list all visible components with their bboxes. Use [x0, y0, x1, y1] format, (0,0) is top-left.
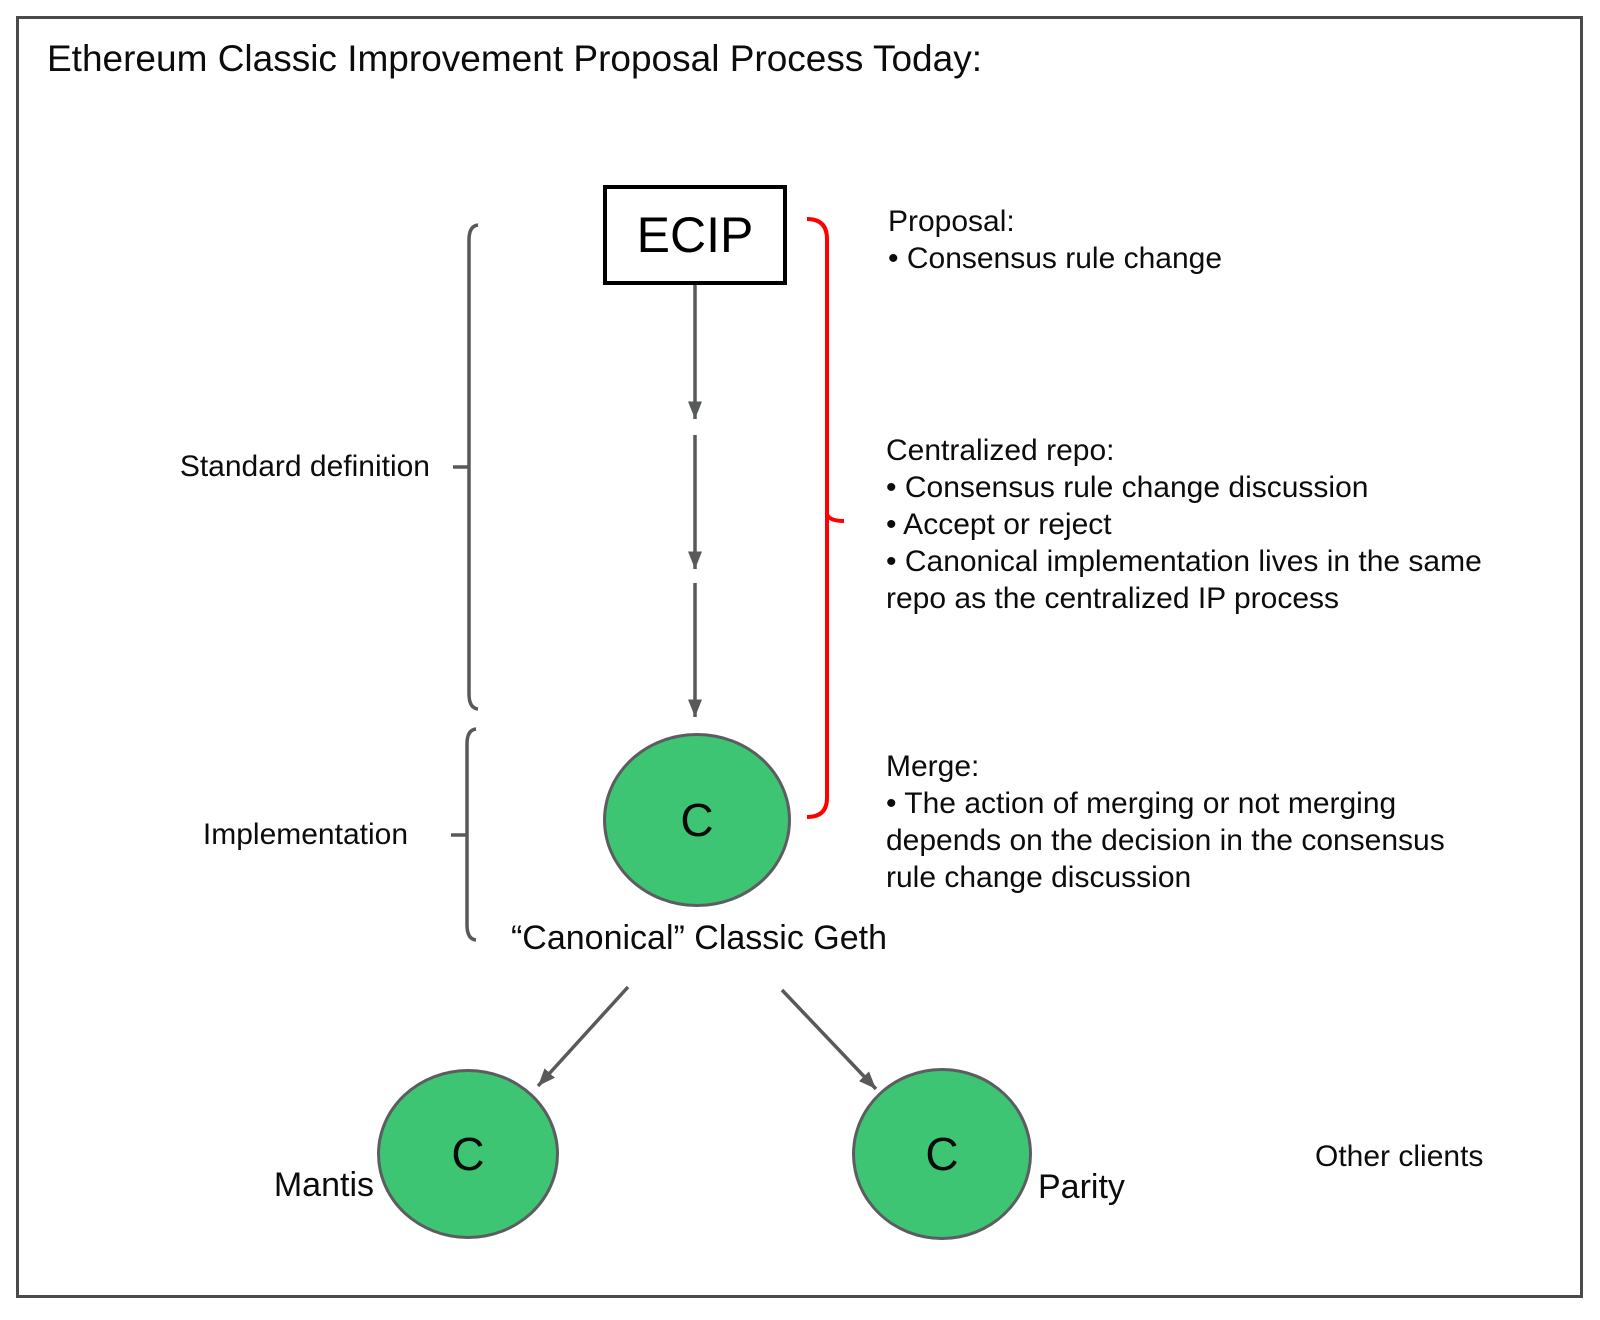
annotation-proposal: Proposal: • Consensus rule change — [888, 203, 1498, 277]
node-parity: C — [852, 1068, 1032, 1240]
node-ecip-label: ECIP — [636, 207, 754, 263]
node-ecip: ECIP — [603, 185, 787, 285]
node-parity-label: Parity — [1038, 1168, 1125, 1206]
node-canonical-geth-caption: “Canonical” Classic Geth — [510, 919, 888, 957]
other-clients-label: Other clients — [1315, 1140, 1484, 1173]
annotation-proposal-heading: Proposal: — [888, 205, 1015, 238]
annotation-merge-bullet: • The action of merging or not merging d… — [886, 787, 1445, 894]
diagram-title: Ethereum Classic Improvement Proposal Pr… — [47, 38, 982, 79]
annotation-merge: Merge: • The action of merging or not me… — [886, 748, 1496, 896]
annotation-repo-bullet: • Consensus rule change discussion — [886, 471, 1369, 504]
node-mantis: C — [377, 1069, 559, 1239]
stage-label-standard-definition: Standard definition — [179, 450, 430, 483]
stage-label-implementation: Implementation — [202, 818, 408, 851]
annotation-centralized-repo: Centralized repo: • Consensus rule chang… — [886, 432, 1496, 617]
annotation-proposal-bullet: • Consensus rule change — [888, 242, 1223, 275]
node-parity-letter: C — [925, 1128, 959, 1180]
node-canonical-geth-letter: C — [680, 794, 714, 846]
node-mantis-letter: C — [451, 1128, 485, 1180]
annotation-repo-bullet: • Accept or reject — [886, 508, 1112, 541]
diagram-frame — [16, 16, 1583, 1298]
node-canonical-geth: C — [603, 733, 791, 907]
annotation-repo-bullet: • Canonical implementation lives in the … — [886, 545, 1482, 615]
annotation-merge-heading: Merge: — [886, 750, 980, 783]
node-mantis-label: Mantis — [273, 1166, 374, 1204]
annotation-repo-heading: Centralized repo: — [886, 434, 1115, 467]
